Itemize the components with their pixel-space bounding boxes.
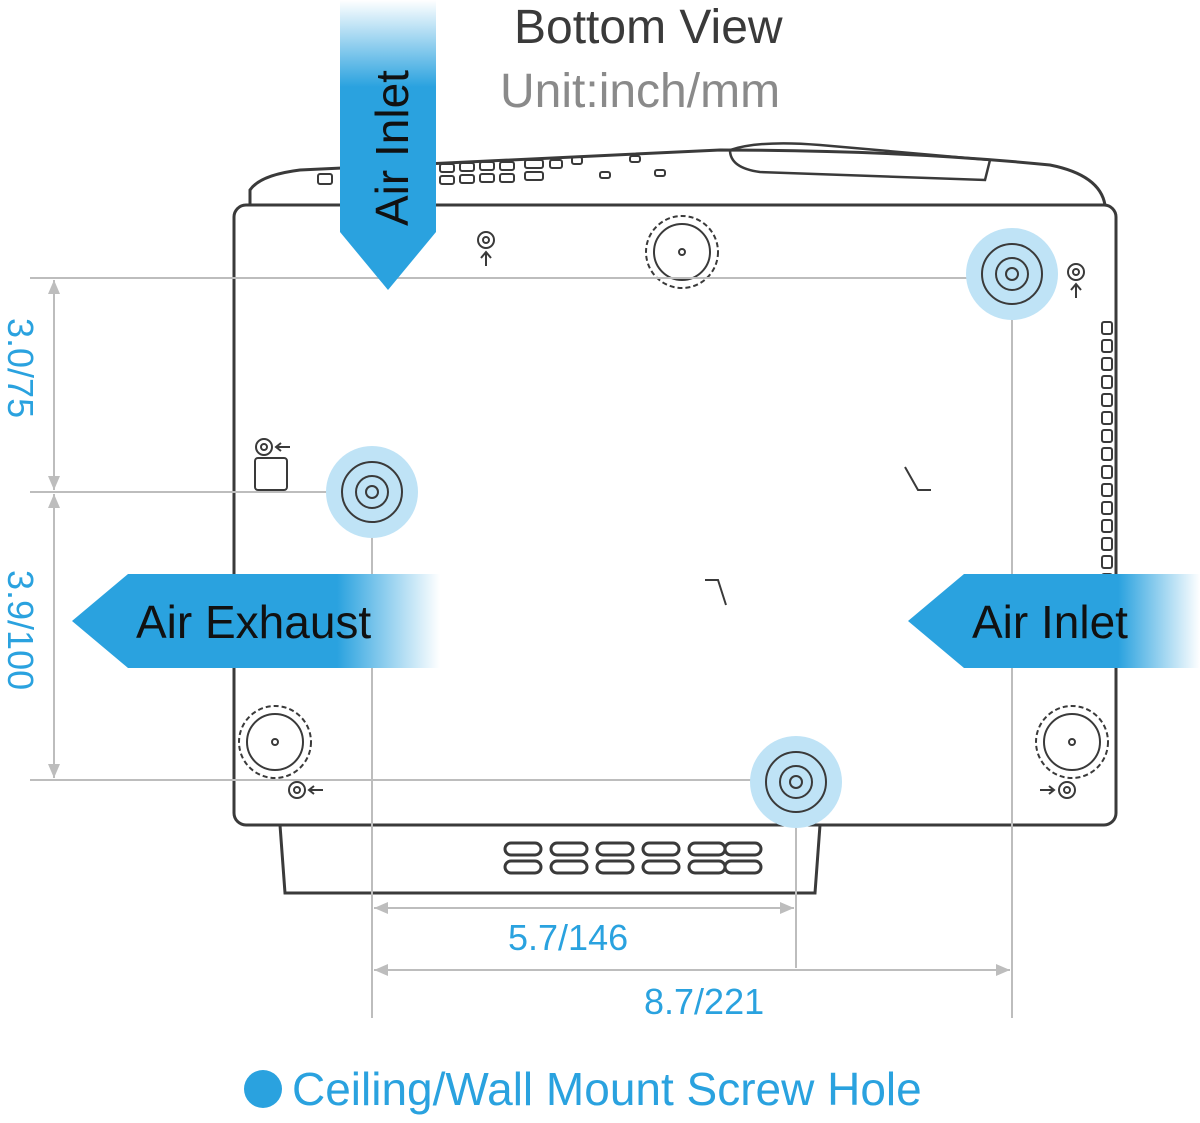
dimension-horizontal-short: 5.7/146 bbox=[508, 917, 628, 958]
dimension-horizontal-long: 8.7/221 bbox=[644, 981, 764, 1022]
legend-label: Ceiling/Wall Mount Screw Hole bbox=[292, 1063, 922, 1115]
dimension-vertical-upper: 3.0/75 bbox=[0, 318, 41, 418]
arrow-down-icon bbox=[340, 0, 436, 290]
dimension-arrowheads bbox=[48, 280, 1010, 976]
adjustable-foot bbox=[238, 215, 1109, 779]
mount-screw-hole bbox=[326, 446, 418, 538]
mount-screw-hole bbox=[750, 736, 842, 828]
corner-mark bbox=[904, 466, 931, 491]
arrow-left-icon bbox=[908, 574, 1200, 668]
arrow-left-icon bbox=[72, 574, 440, 668]
air-inlet-right-label: Air Inlet bbox=[972, 596, 1128, 648]
front-panel bbox=[278, 824, 822, 895]
front-vent-slots bbox=[503, 841, 763, 875]
air-exhaust-label: Air Exhaust bbox=[136, 596, 371, 648]
diagram-title: Bottom View bbox=[514, 1, 783, 54]
dimension-vertical-lower: 3.9/100 bbox=[0, 570, 41, 690]
corner-mark bbox=[705, 579, 727, 606]
legend-dot-icon bbox=[244, 1070, 282, 1108]
diagram-unit-subtitle: Unit:inch/mm bbox=[500, 65, 781, 118]
label-plate bbox=[254, 457, 288, 491]
rear-lens-bump bbox=[728, 142, 992, 182]
projector-body bbox=[232, 203, 1118, 827]
screw-hole-icon bbox=[255, 231, 1085, 799]
mount-screw-hole bbox=[966, 228, 1058, 320]
rear-panel-outline bbox=[248, 148, 1107, 207]
air-inlet-top-label: Air Inlet bbox=[366, 70, 418, 226]
rear-port-slots bbox=[317, 155, 666, 185]
legend: Ceiling/Wall Mount Screw Hole bbox=[244, 1062, 922, 1116]
